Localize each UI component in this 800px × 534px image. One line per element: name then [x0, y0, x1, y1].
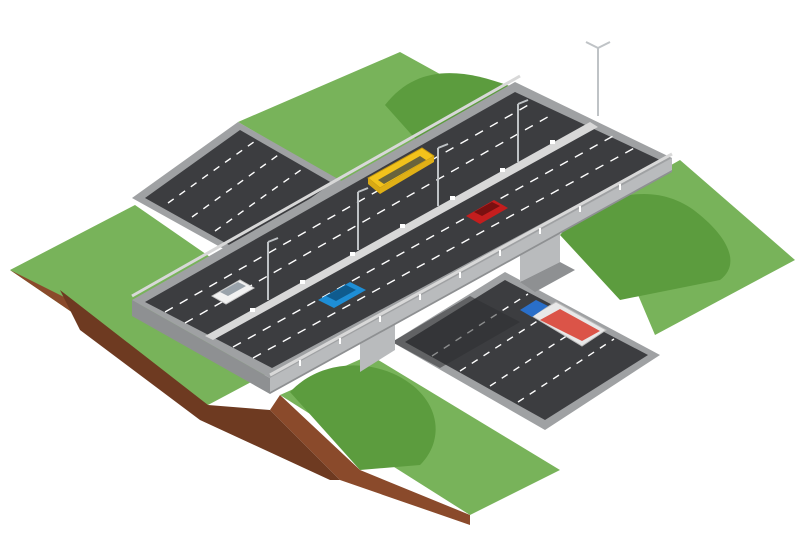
yellow-bus: [367, 147, 435, 194]
white-car: [210, 279, 256, 305]
guardrail-front: [269, 152, 673, 377]
street-lamp-5: [585, 41, 611, 116]
lower-road-back: [132, 122, 345, 258]
guardrail-back: [131, 74, 521, 298]
guardrail-front-posts: [299, 184, 621, 366]
deck-median-posts: [250, 140, 555, 312]
street-lamp-2: [357, 187, 369, 250]
deck-front-face: [270, 158, 672, 392]
deck-median: [205, 122, 598, 340]
red-car: [466, 200, 508, 224]
grass-front-mound: [290, 365, 436, 470]
street-lamps: [267, 41, 611, 300]
soil-front-face: [270, 395, 470, 525]
lower-road-back-lane-marks: [167, 138, 306, 232]
tanker-cab: [520, 300, 548, 317]
abutment-right: [520, 230, 560, 282]
lower-road-back-asphalt: [145, 130, 332, 250]
ground-right: [560, 160, 795, 335]
highway-deck: [131, 74, 673, 394]
abutment-left: [360, 320, 395, 372]
tanker-truck: [520, 300, 607, 347]
bridge-shadow: [392, 296, 520, 368]
ground-front: [60, 290, 560, 525]
tanker-stripe: [540, 309, 600, 341]
blue-car: [318, 282, 366, 308]
grass-right-mound: [560, 193, 731, 300]
abutment-right-face: [520, 262, 575, 292]
lower-road-front: [392, 272, 660, 430]
bridge-abutments: [360, 230, 575, 372]
street-lamp-3: [437, 143, 449, 206]
street-lamp-1: [267, 237, 279, 300]
street-lamp-4: [517, 99, 529, 162]
soil-front-face-dark: [60, 290, 340, 480]
